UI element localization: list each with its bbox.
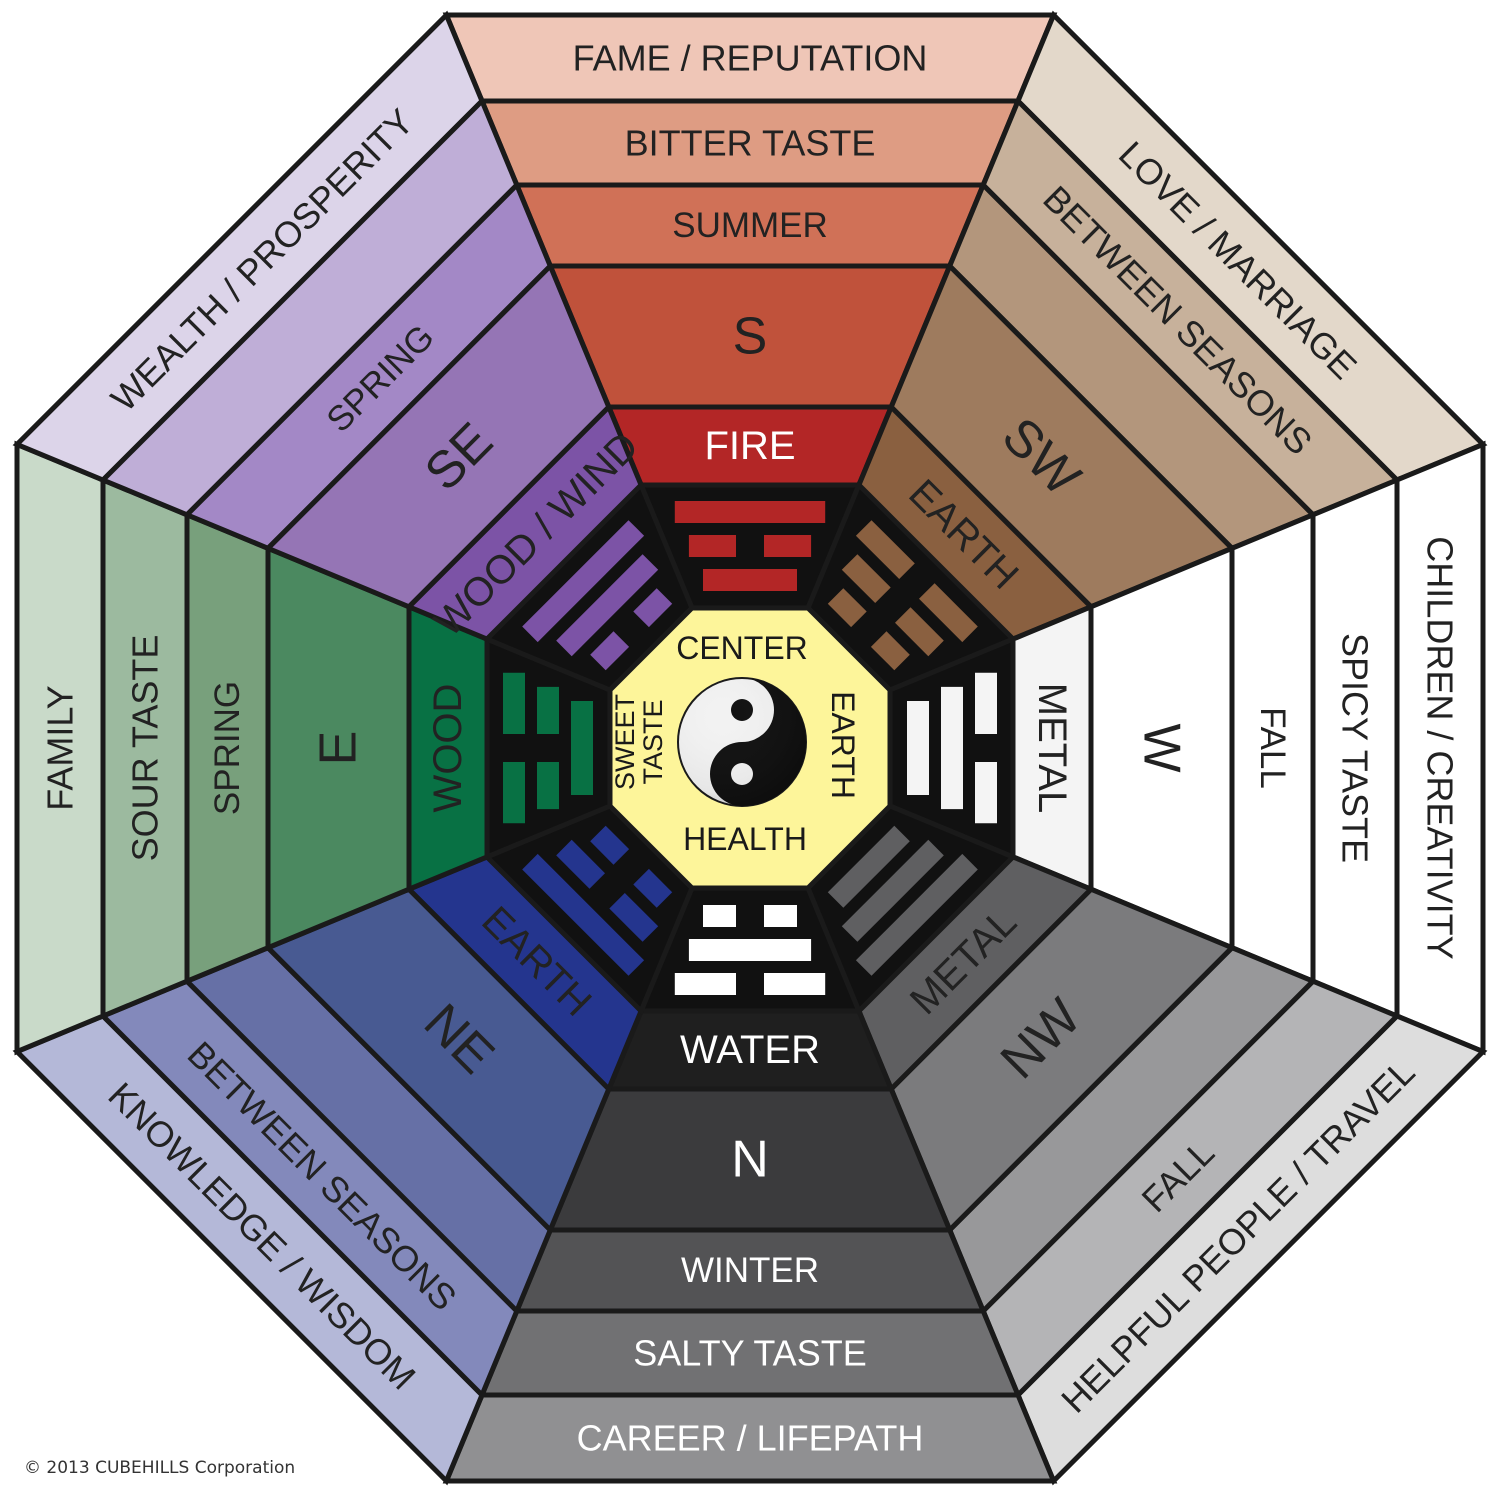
trigram-line-e-1-1 bbox=[503, 762, 525, 824]
trigram-line-s-2-2 bbox=[764, 535, 812, 557]
yin-yang-icon bbox=[677, 677, 807, 807]
sector-w-label-2: SPICY TASTE bbox=[1335, 633, 1376, 863]
trigram-line-ne-3-2 bbox=[590, 825, 630, 865]
sector-e: FAMILY SOUR TASTE SPRING E WOOD bbox=[14, 440, 613, 1056]
sweet-label: SWEET bbox=[610, 694, 640, 790]
sector-n-label-4: N bbox=[731, 1131, 769, 1189]
sector-e-label-1: FAMILY bbox=[40, 685, 81, 810]
earth-center-label: EARTH bbox=[825, 691, 861, 799]
trigram-line-nw-3-1 bbox=[827, 825, 910, 908]
sector-s-label-1: FAME / REPUTATION bbox=[573, 38, 928, 79]
trigram-line-ne-2-2 bbox=[556, 839, 605, 889]
sector-n-label-3: WINTER bbox=[681, 1251, 819, 1290]
yin-yang-shading bbox=[678, 678, 806, 806]
health-label: HEALTH bbox=[683, 821, 807, 857]
trigram-line-nw-1-1 bbox=[855, 853, 978, 976]
sector-w-label-5: METAL bbox=[1030, 683, 1074, 813]
trigram-line-ne-1-1 bbox=[522, 853, 645, 976]
trigram-line-w-1-2 bbox=[975, 762, 997, 824]
trigram-line-e-3-1 bbox=[571, 701, 593, 795]
sector-s-label-2: BITTER TASTE bbox=[625, 123, 876, 164]
taste-label: TASTE bbox=[638, 699, 668, 784]
trigram-line-e-1-2 bbox=[503, 672, 525, 734]
sector-e-label-5: WOOD bbox=[426, 684, 470, 813]
sector-e-label-3: SPRING bbox=[208, 681, 247, 815]
trigram-line-sw-2-1 bbox=[841, 554, 891, 603]
trigram-line-s-3-1 bbox=[703, 569, 797, 591]
trigram-line-sw-1-1 bbox=[855, 520, 915, 579]
sector-w-label-4: W bbox=[1133, 723, 1191, 772]
trigram-line-se-3-2 bbox=[633, 588, 673, 628]
sector-e-label-2: SOUR TASTE bbox=[125, 635, 166, 862]
sector-n-label-5: WATER bbox=[680, 1028, 820, 1072]
trigram-line-nw-2-1 bbox=[841, 839, 944, 942]
trigram-line-w-1-1 bbox=[975, 672, 997, 734]
trigram-line-sw-1-2 bbox=[919, 583, 978, 643]
sector-w-label-1: CHILDREN / CREATIVITY bbox=[1420, 536, 1461, 959]
trigram-line-n-1-1 bbox=[764, 973, 826, 995]
trigram-line-n-3-2 bbox=[703, 905, 736, 927]
sectors-layer: FAME / REPUTATION BITTER TASTE SUMMER S FIRE… bbox=[12, 10, 1488, 1486]
sector-n-label-1: CAREER / LIFEPATH bbox=[577, 1418, 924, 1459]
trigram-line-n-3-1 bbox=[764, 905, 797, 927]
trigram-line-ne-3-1 bbox=[633, 868, 673, 908]
sector-w-label-3: FALL bbox=[1253, 707, 1292, 789]
sector-s-label-4: S bbox=[733, 308, 768, 366]
trigram-line-ne-2-1 bbox=[609, 893, 659, 942]
trigram-line-w-2-1 bbox=[941, 686, 963, 810]
trigram-line-se-1-1 bbox=[522, 520, 645, 643]
trigram-line-se-3-1 bbox=[590, 631, 630, 671]
trigram-line-sw-3-1 bbox=[827, 588, 867, 628]
trigram-line-s-1-1 bbox=[674, 501, 826, 523]
center-label: CENTER bbox=[676, 630, 808, 666]
trigram-line-se-2-1 bbox=[556, 554, 659, 657]
trigram-line-n-1-2 bbox=[674, 973, 736, 995]
trigram-line-sw-2-2 bbox=[895, 607, 944, 657]
trigram-line-sw-3-2 bbox=[870, 631, 910, 671]
sector-n-label-2: SALTY TASTE bbox=[633, 1333, 866, 1374]
trigram-line-w-3-1 bbox=[907, 701, 929, 795]
trigram-line-s-2-1 bbox=[688, 535, 736, 557]
copyright-notice: © 2013 CUBEHILLS Corporation bbox=[24, 1458, 296, 1478]
trigram-line-e-2-2 bbox=[537, 686, 559, 734]
sector-s-label-3: SUMMER bbox=[672, 206, 828, 245]
trigram-line-e-2-1 bbox=[537, 762, 559, 810]
center-area: CENTER EARTH HEALTH SWEET TASTE bbox=[607, 605, 893, 891]
trigram-line-n-2-1 bbox=[688, 939, 812, 961]
sector-s-label-5: FIRE bbox=[704, 424, 795, 468]
sector-e-label-4: E bbox=[310, 731, 368, 766]
